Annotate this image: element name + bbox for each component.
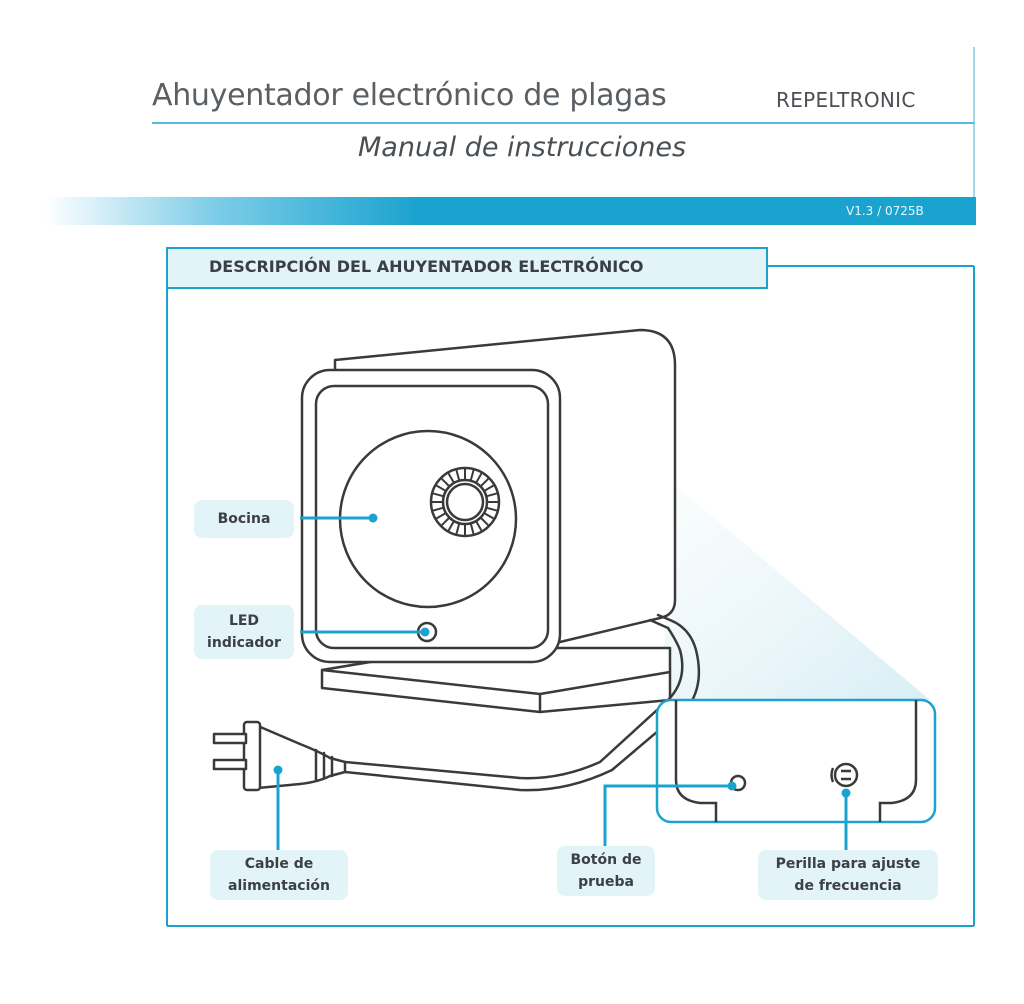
callout-bocina-label: Bocina bbox=[217, 511, 271, 527]
callout-perilla-line1: Perilla para ajuste bbox=[775, 856, 921, 872]
grille-slot bbox=[480, 517, 490, 527]
section-title: DESCRIPCIÓN DEL AHUYENTADOR ELECTRÓNICO bbox=[209, 257, 644, 276]
brand-name: REPELTRONIC bbox=[776, 88, 916, 112]
callout-perilla: Perilla para ajuste de frecuencia bbox=[758, 850, 938, 900]
grille-slot bbox=[435, 484, 446, 492]
callout-boton-line1: Botón de bbox=[570, 852, 642, 868]
grille-slot bbox=[475, 521, 483, 532]
header-frame bbox=[60, 46, 975, 198]
callout-led-line1: LED bbox=[228, 613, 260, 629]
grille-slot bbox=[486, 506, 498, 512]
grille-slot bbox=[469, 523, 475, 535]
grille-slot bbox=[486, 492, 498, 498]
callout-led-line2: indicador bbox=[207, 635, 281, 651]
grille-slot bbox=[447, 472, 455, 483]
callout-leaders bbox=[273, 513, 851, 852]
repeller-device bbox=[300, 328, 677, 714]
document-title: Ahuyentador electrónico de plagas bbox=[152, 78, 667, 113]
grille-slot bbox=[447, 521, 455, 532]
grille-slot bbox=[455, 469, 461, 481]
grille-slot bbox=[484, 484, 495, 492]
grille-slot bbox=[455, 523, 461, 535]
callout-boton-line2: prueba bbox=[578, 874, 634, 890]
version-code: V1.3 / 0725B bbox=[846, 204, 924, 218]
grille-slot bbox=[480, 477, 490, 487]
grille-slot bbox=[440, 517, 450, 527]
callout-cable-line1: Cable de bbox=[244, 856, 314, 872]
grille-slot bbox=[469, 469, 475, 481]
callout-boton: Botón de prueba bbox=[557, 846, 655, 896]
grille-slot bbox=[432, 492, 444, 498]
grille-slot bbox=[475, 472, 483, 483]
section-frame bbox=[166, 247, 975, 927]
callout-bocina: Bocina bbox=[194, 500, 294, 538]
callout-cable: Cable de alimentación bbox=[210, 850, 348, 900]
grille-slot bbox=[440, 477, 450, 487]
grille-slot bbox=[432, 506, 444, 512]
zoom-panel bbox=[655, 698, 937, 824]
callout-perilla-line2: de frecuencia bbox=[794, 878, 902, 894]
callout-cable-line2: alimentación bbox=[228, 878, 330, 894]
header-accent-bar bbox=[45, 197, 976, 225]
zoom-beam bbox=[660, 486, 930, 700]
grille-slot bbox=[484, 512, 495, 520]
callout-led: LED indicador bbox=[194, 605, 294, 659]
speaker-grille bbox=[432, 469, 498, 535]
document-subtitle: Manual de instrucciones bbox=[358, 132, 687, 163]
grille-slot bbox=[435, 512, 446, 520]
